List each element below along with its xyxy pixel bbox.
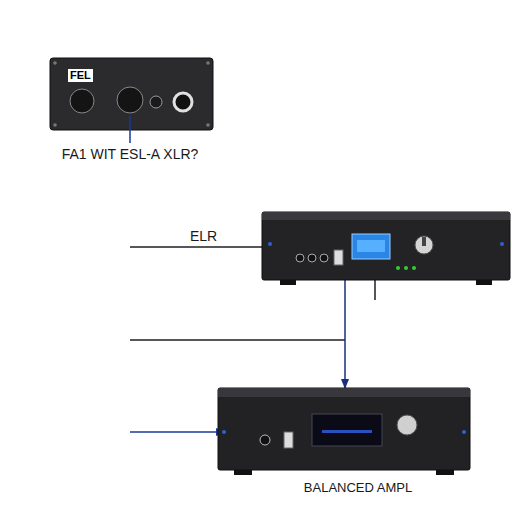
jack [150, 96, 162, 108]
signal-wire [130, 339, 345, 341]
indicator [500, 242, 504, 246]
device-panel [218, 388, 470, 470]
signal-connector [344, 280, 346, 388]
leader-line [129, 116, 131, 143]
knob [397, 415, 417, 435]
indicator [462, 430, 466, 434]
xlr-socket [117, 87, 143, 113]
amplifier-device: BALANCED AMPL [218, 388, 470, 470]
knob-mark [422, 237, 426, 246]
top-cover [218, 388, 470, 397]
device-caption: FA1 WIT ESL-A XLR? [60, 146, 200, 163]
panel-badge: FEL [68, 69, 93, 82]
led [412, 266, 416, 270]
switch [284, 432, 293, 448]
device-housing [218, 388, 470, 470]
foot [234, 470, 252, 475]
display-glow [322, 430, 372, 433]
display [352, 234, 390, 259]
xlr-socket [70, 89, 94, 113]
led [404, 266, 408, 270]
device-housing [50, 58, 213, 130]
screw [53, 123, 57, 127]
input-wire [130, 431, 225, 433]
screw [206, 123, 210, 127]
jack-ring [174, 93, 192, 111]
screw [206, 61, 210, 65]
input-wire [130, 246, 262, 248]
processor-device: ELR [262, 212, 510, 280]
foot [280, 280, 296, 285]
wire-label: ELR [190, 228, 217, 244]
jack [308, 254, 316, 262]
device-housing [262, 212, 510, 280]
indicator [268, 242, 272, 246]
knob [415, 236, 433, 254]
top-cover [262, 212, 510, 220]
device-caption: BALANCED AMPL [278, 480, 438, 496]
screw [53, 61, 57, 65]
foot [476, 280, 492, 285]
indicator [222, 430, 226, 434]
device-panel [262, 212, 510, 280]
foot [436, 470, 454, 475]
display-segment [357, 240, 385, 252]
display [312, 414, 382, 446]
jack [296, 254, 304, 262]
preamp-device: FELFA1 WIT ESL-A XLR? [50, 58, 213, 130]
led [396, 266, 400, 270]
jack [320, 254, 328, 262]
switch [334, 250, 343, 265]
jack [260, 435, 270, 445]
signal-stub [374, 280, 376, 300]
